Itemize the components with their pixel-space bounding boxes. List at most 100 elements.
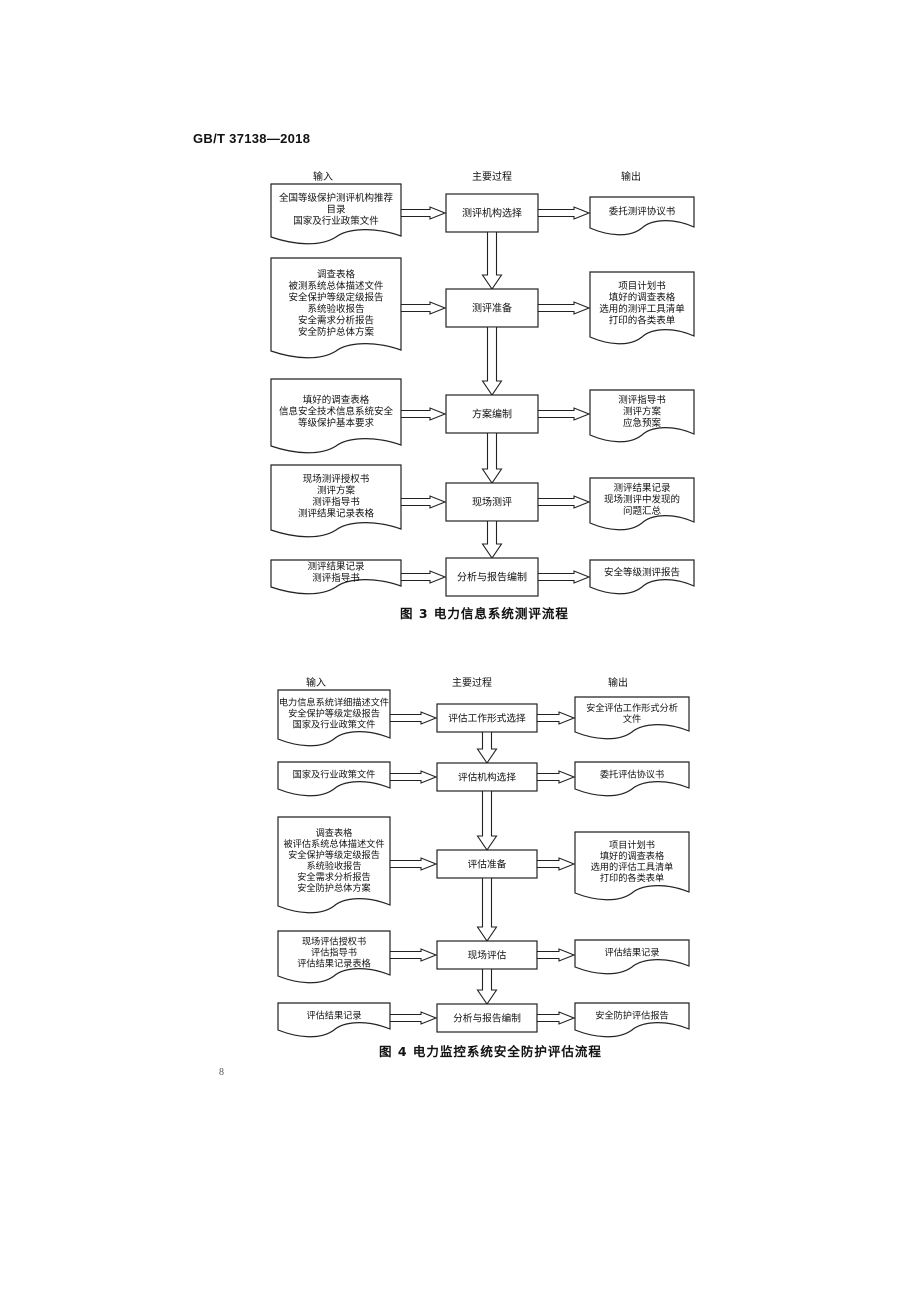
output-line: 打印的各类表单 [600,872,664,884]
input-line: 评估结果记录 [306,1009,361,1021]
process-to-output-arrow [537,407,591,421]
input-line: 系统验收报告 [306,860,361,872]
column-header-input: 输入 [313,170,333,183]
output-line: 选用的测评工具清单 [599,303,685,315]
process-box [436,940,538,970]
process-box [436,1003,538,1033]
input-line: 填好的调查表格 [303,394,370,406]
input-to-process-arrow [389,1011,438,1025]
process-label: 测评准备 [472,301,512,314]
process-label: 评估准备 [468,857,507,870]
process-label: 现场评估 [468,948,507,961]
input-to-process-arrow [389,711,438,725]
output-line: 问题汇总 [623,505,662,517]
input-line: 测评指导书 [312,572,360,584]
input-line: 安全需求分析报告 [297,871,371,883]
figure4-caption: 图 4 电力监控系统安全防护评估流程 [379,1044,602,1059]
input-line: 测评指导书 [312,496,360,508]
input-to-process-arrow [400,206,447,220]
input-to-process-arrow [389,770,438,784]
output-line: 项目计划书 [618,280,666,292]
output-document [574,761,690,797]
input-line: 目录 [326,204,346,215]
input-line: 调查表格 [317,269,356,281]
output-line: 项目计划书 [609,839,655,851]
figure3-caption: 图 3 电力信息系统测评流程 [400,606,569,621]
input-to-process-arrow [400,495,447,509]
input-line: 评估结果记录表格 [297,957,371,969]
process-flow-down-arrow [476,877,498,942]
input-line: 电力信息系统详细描述文件 [279,696,389,708]
input-to-process-arrow [400,407,447,421]
standard-number: GB/T 37138—2018 [193,131,311,146]
input-to-process-arrow [400,570,447,584]
input-line: 国家及行业政策文件 [293,718,376,730]
input-document [270,257,402,359]
process-label: 分析与报告编制 [457,570,527,583]
input-line: 调查表格 [316,827,353,839]
input-document [270,559,402,595]
output-line: 填好的调查表格 [609,292,676,304]
process-flow-down-arrow [481,231,503,290]
column-header-output: 输出 [621,170,641,183]
output-line: 选用的评估工具清单 [591,861,674,873]
output-document [589,271,695,345]
process-to-output-arrow [537,570,591,584]
output-line: 文件 [623,713,641,725]
input-document [270,464,402,538]
output-line: 现场测评中发现的 [604,493,680,505]
output-line: 委托评估协议书 [600,768,664,780]
column-header-process: 主要过程 [472,170,512,183]
input-to-process-arrow [389,948,438,962]
process-to-output-arrow [537,206,591,220]
output-document [589,196,695,236]
process-box [445,394,539,434]
process-box [445,193,539,233]
output-line: 填好的调查表格 [600,850,664,862]
process-flow-down-arrow [481,326,503,396]
process-to-output-arrow [536,948,576,962]
process-label: 评估工作形式选择 [448,711,526,724]
input-line: 现场评估授权书 [302,935,366,947]
input-document [270,378,402,454]
process-flow-down-arrow [481,432,503,484]
process-box [436,703,538,733]
output-line: 评估结果记录 [604,946,659,958]
process-to-output-arrow [536,770,576,784]
input-line: 系统验收报告 [307,303,364,315]
input-line: 安全保护等级定级报告 [288,292,383,304]
column-header-input: 输入 [306,676,326,689]
process-label: 方案编制 [472,407,512,420]
process-label: 评估机构选择 [458,770,516,783]
input-document [277,1002,391,1038]
output-document [574,696,690,740]
output-document [574,1002,690,1038]
input-to-process-arrow [389,857,438,871]
input-document [277,930,391,984]
output-document [589,477,695,531]
output-line: 委托测评协议书 [609,205,676,217]
output-line: 安全防护评估报告 [595,1009,669,1021]
process-to-output-arrow [537,301,591,315]
output-line: 安全等级测评报告 [604,566,680,578]
process-box [445,288,539,328]
input-line: 被测系统总体描述文件 [288,280,384,292]
input-line: 信息安全技术信息系统安全 [279,405,394,417]
process-to-output-arrow [537,495,591,509]
output-line: 安全评估工作形式分析 [586,702,678,714]
input-line: 测评结果记录 [307,561,365,573]
input-line: 安全保护等级定级报告 [288,707,380,719]
input-line: 安全防护总体方案 [298,326,375,338]
input-line: 等级保护基本要求 [298,417,375,429]
output-line: 打印的各类表单 [609,315,676,327]
input-line: 安全保护等级定级报告 [288,849,380,861]
process-to-output-arrow [536,711,576,725]
column-header-output: 输出 [608,676,628,689]
process-box [445,482,539,522]
input-line: 评估指导书 [311,946,357,958]
input-line: 国家及行业政策文件 [293,768,376,780]
process-to-output-arrow [536,857,576,871]
input-to-process-arrow [400,301,447,315]
output-document [574,831,690,901]
